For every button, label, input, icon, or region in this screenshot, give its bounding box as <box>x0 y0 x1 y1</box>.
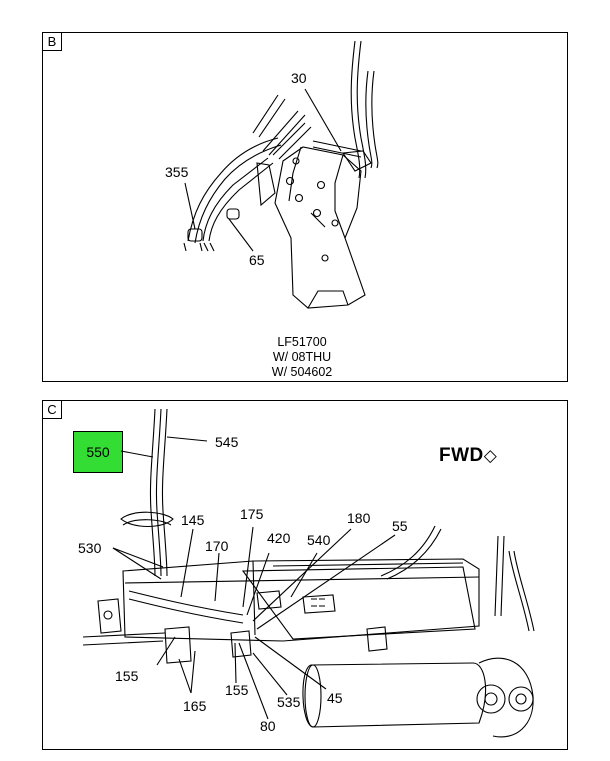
leader-420 <box>246 552 270 616</box>
leader-165b <box>190 650 196 694</box>
leader-550 <box>120 450 154 458</box>
leader-80 <box>238 642 269 720</box>
leader-65 <box>228 218 254 252</box>
leader-55 <box>256 534 396 630</box>
panel-b-letter: B <box>43 33 62 51</box>
leader-530a <box>112 547 164 568</box>
panel-c: C 550 FWD◇ <box>42 400 568 750</box>
tank-rear <box>478 657 534 738</box>
frame-rail <box>122 558 480 642</box>
callout-545: 545 <box>215 434 239 450</box>
callout-165: 165 <box>183 698 207 714</box>
leader-145 <box>180 528 194 598</box>
callout-175: 175 <box>240 506 264 522</box>
arrow-icon: ◇ <box>483 446 498 465</box>
leader-535 <box>252 652 288 696</box>
callout-30: 30 <box>291 70 307 86</box>
callout-355: 355 <box>165 164 189 180</box>
callout-45: 45 <box>327 690 343 706</box>
callout-530: 530 <box>78 540 102 556</box>
leader-30 <box>304 88 342 152</box>
tank-front <box>302 662 486 728</box>
leader-175 <box>242 526 254 608</box>
callout-55: 55 <box>392 518 408 534</box>
panel-b-drawing <box>183 40 379 309</box>
callout-170: 170 <box>205 538 229 554</box>
bracket-outline <box>274 146 366 309</box>
leader-165a <box>178 658 192 694</box>
fwd-text: FWD <box>439 445 484 466</box>
callout-80: 80 <box>260 718 276 734</box>
leader-545 <box>166 436 208 442</box>
callout-145: 145 <box>181 512 205 528</box>
leader-355 <box>184 182 196 230</box>
leader-530b <box>112 547 162 580</box>
callout-540: 540 <box>307 532 331 548</box>
caption-line-1: LF51700 <box>277 335 327 349</box>
caption-line-3: W/ 504602 <box>271 365 333 379</box>
callout-420: 420 <box>267 530 291 546</box>
panel-c-letter: C <box>43 401 62 419</box>
panel-b: B 30 355 65 LF51700 W/ 0 <box>42 32 568 382</box>
direction-label: FWD◇ <box>439 445 497 467</box>
callout-155-left: 155 <box>115 668 139 684</box>
leader-170 <box>214 552 220 602</box>
leader-155a <box>156 636 176 666</box>
highlight-callout-550: 550 <box>73 431 123 473</box>
leader-180 <box>252 528 352 622</box>
callout-535: 535 <box>277 694 301 710</box>
panel-c-drawing <box>82 408 535 738</box>
leader-45 <box>254 636 327 690</box>
callout-180: 180 <box>347 510 371 526</box>
callout-65: 65 <box>249 252 265 268</box>
leader-540 <box>290 552 318 598</box>
callout-155-right: 155 <box>225 682 249 698</box>
leader-155b <box>234 642 237 684</box>
caption-line-2: W/ 08THU <box>272 350 332 364</box>
